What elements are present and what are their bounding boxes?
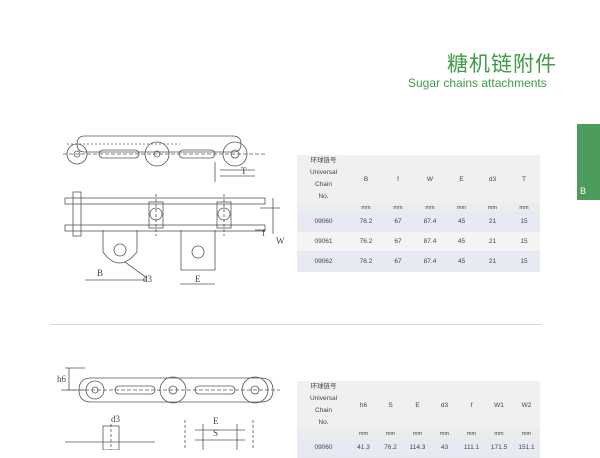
chain-drawing-svg-2: h6 d3 E S [57,367,280,450]
column-header: d3 [477,155,508,203]
page-title-english: Sugar chains attachments [408,76,547,90]
dim-label-d3: d3 [143,274,153,284]
column-header: S [377,381,404,429]
table-cell: 09061 [297,231,350,252]
table-cell: 21 [477,251,508,272]
unit-cell: mm [350,429,377,438]
id-header-en2: Chain [315,181,332,188]
table-cell: 87.4 [414,231,446,252]
page-title-chinese: 糖机链附件 [447,52,557,76]
id-header-cell: 环球链号 Universal Chain No. [297,155,350,203]
table-row: 09060 76.2 67 87.4 45 21 15 [297,212,540,232]
table-row: 09061 76.2 67 87.4 45 21 15 [297,231,540,252]
column-header: h6 [350,381,377,429]
column-header: f [382,155,414,203]
table-cell: 09060 [297,212,350,232]
id-header-cn: 环球链号 [310,383,337,390]
table-cell: 67 [382,251,414,272]
unit-cell: mm [477,203,508,212]
table-cell: 45 [446,212,477,232]
table-cell: 45 [446,231,477,252]
column-header: E [446,155,477,203]
id-header-cell: 环球链号 Universal Chain No. [297,381,350,429]
dim-label-t: T [241,166,247,176]
table-cell: 67 [382,231,414,252]
table-cell: 21 [477,231,508,252]
table-cell: 21 [477,212,508,232]
section-tab[interactable]: B [577,124,600,200]
table-cell: 76.2 [350,251,382,272]
table-cell: 09062 [297,251,350,272]
id-header-cn: 环球链号 [310,157,337,164]
table-cell: 87.4 [414,251,446,272]
table-cell: 45 [446,251,477,272]
id-header-en1: Universal [309,169,338,176]
dim-label-f: f [262,228,265,238]
section-divider [50,324,542,325]
column-header: T [508,155,540,203]
unit-cell: mm [458,429,485,438]
dim-label-s: S [213,428,218,438]
unit-cell: mm [377,429,404,438]
table-cell: 41.3 [350,438,377,458]
unit-cell: mm [446,203,477,212]
table-cell: 111.1 [458,438,485,458]
dim-label-e: E [213,416,219,426]
column-header: f [458,381,485,429]
table-row: 09062 76.2 67 87.4 45 21 15 [297,251,540,272]
table-cell: 15 [508,231,540,252]
dim-label-e: E [195,274,201,284]
column-header: W [414,155,446,203]
table-cell: 15 [508,251,540,272]
id-header-en2: Chain [315,407,332,414]
unit-cell: mm [404,429,431,438]
table-cell: 76.2 [350,212,382,232]
dim-label-b: B [97,268,103,278]
table-cell: 151.1 [513,438,540,458]
chain-drawing-svg-1: T f W B d3 E [63,135,285,285]
table-cell: 43 [431,438,458,458]
spec-table-1: 环球链号 Universal Chain No. B f W E d3 T mm… [297,155,540,272]
unit-row: mm mm mm mm mm mm [297,203,540,212]
table-cell: 67 [382,212,414,232]
unit-cell: mm [508,203,540,212]
table-cell: 87.4 [414,212,446,232]
unit-cell: mm [431,429,458,438]
spec-table-2: 环球链号 Universal Chain No. h6 S E d3 f W1 … [297,381,540,458]
chain-attachment-drawing-1: T f W B d3 E [55,130,285,290]
table-cell: 76.2 [377,438,404,458]
unit-cell: mm [382,203,414,212]
unit-cell: mm [513,429,540,438]
dim-label-w: W [276,236,285,246]
id-header-en3: No. [318,193,329,200]
table-cell: 76.2 [350,231,382,252]
dim-label-h6: h6 [57,374,67,384]
column-header: W2 [513,381,540,429]
table-cell: 09060 [297,438,350,458]
unit-cell: mm [350,203,382,212]
table-cell: 15 [508,212,540,232]
table-cell: 114.3 [404,438,431,458]
unit-cell: mm [414,203,446,212]
unit-cell: mm [485,429,513,438]
id-header-en1: Universal [309,395,338,402]
unit-row: mm mm mm mm mm mm mm [297,429,540,438]
table-cell: 171.5 [485,438,513,458]
column-header: W1 [485,381,513,429]
column-header: B [350,155,382,203]
id-header-en3: No. [318,419,329,426]
chain-attachment-drawing-2: h6 d3 E S [55,364,285,450]
table-row: 09060 41.3 76.2 114.3 43 111.1 171.5 151… [297,438,540,458]
column-header: E [404,381,431,429]
dim-label-d3: d3 [111,414,121,424]
section-tab-label: B [580,186,587,196]
column-header: d3 [431,381,458,429]
